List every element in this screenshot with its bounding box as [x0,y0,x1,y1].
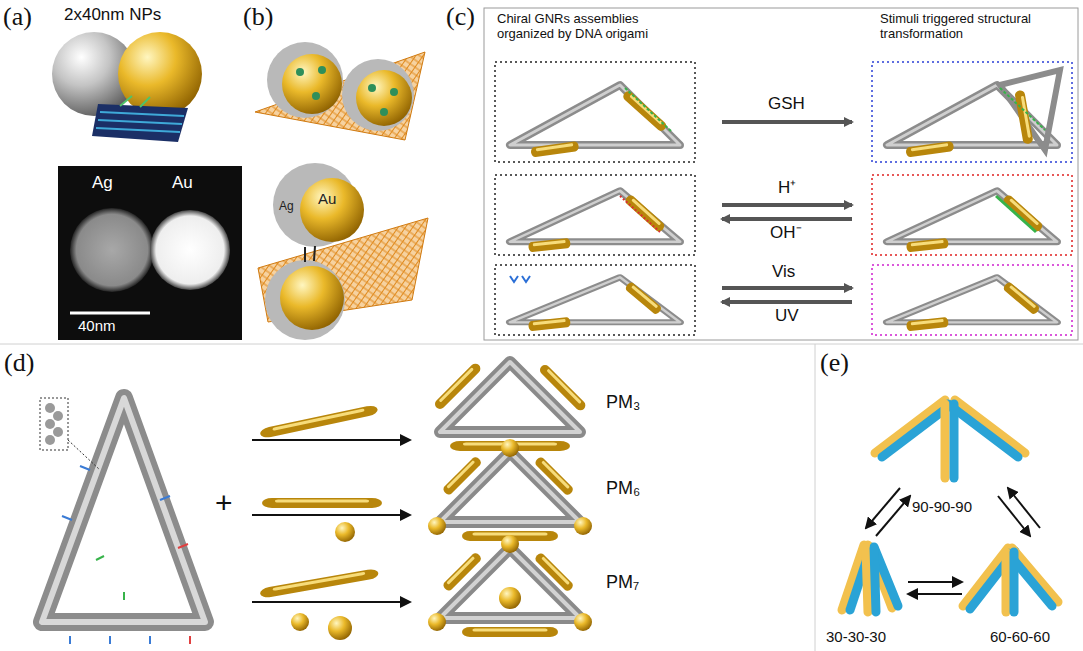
panel-letter: (e) [820,348,849,378]
angle-label: 30-30-30 [826,628,886,645]
stimulus-label: Vis [772,262,795,282]
panel-letter: (a) [3,2,32,32]
panel-letter: (d) [4,348,34,378]
panel-letter: (b) [243,2,273,32]
stimulus-label: OH⁻ [770,223,802,243]
column-header: Chiral GNRs assemblies organized by DNA … [497,12,675,42]
structure-label: PM₆ [606,478,640,499]
stimulus-label: UV [775,306,799,326]
angle-label: 90-90-90 [912,498,972,515]
sample-label: 2x40nm NPs [64,5,161,25]
structure-label: PM₃ [606,392,640,413]
element-label: Au [318,190,336,207]
stimulus-label: GSH [768,94,805,114]
element-label: Ag [92,173,113,193]
element-label: Au [172,173,193,193]
column-header: Stimuli triggered structural transformat… [880,12,1068,42]
stimulus-label: H⁺ [778,178,796,198]
plus-sign: + [215,486,233,521]
scale-bar-label: 40nm [78,317,116,334]
element-label: Ag [279,200,294,214]
structure-label: PM₇ [606,572,639,593]
panel-letter: (c) [446,2,475,32]
angle-label: 60-60-60 [990,628,1050,645]
